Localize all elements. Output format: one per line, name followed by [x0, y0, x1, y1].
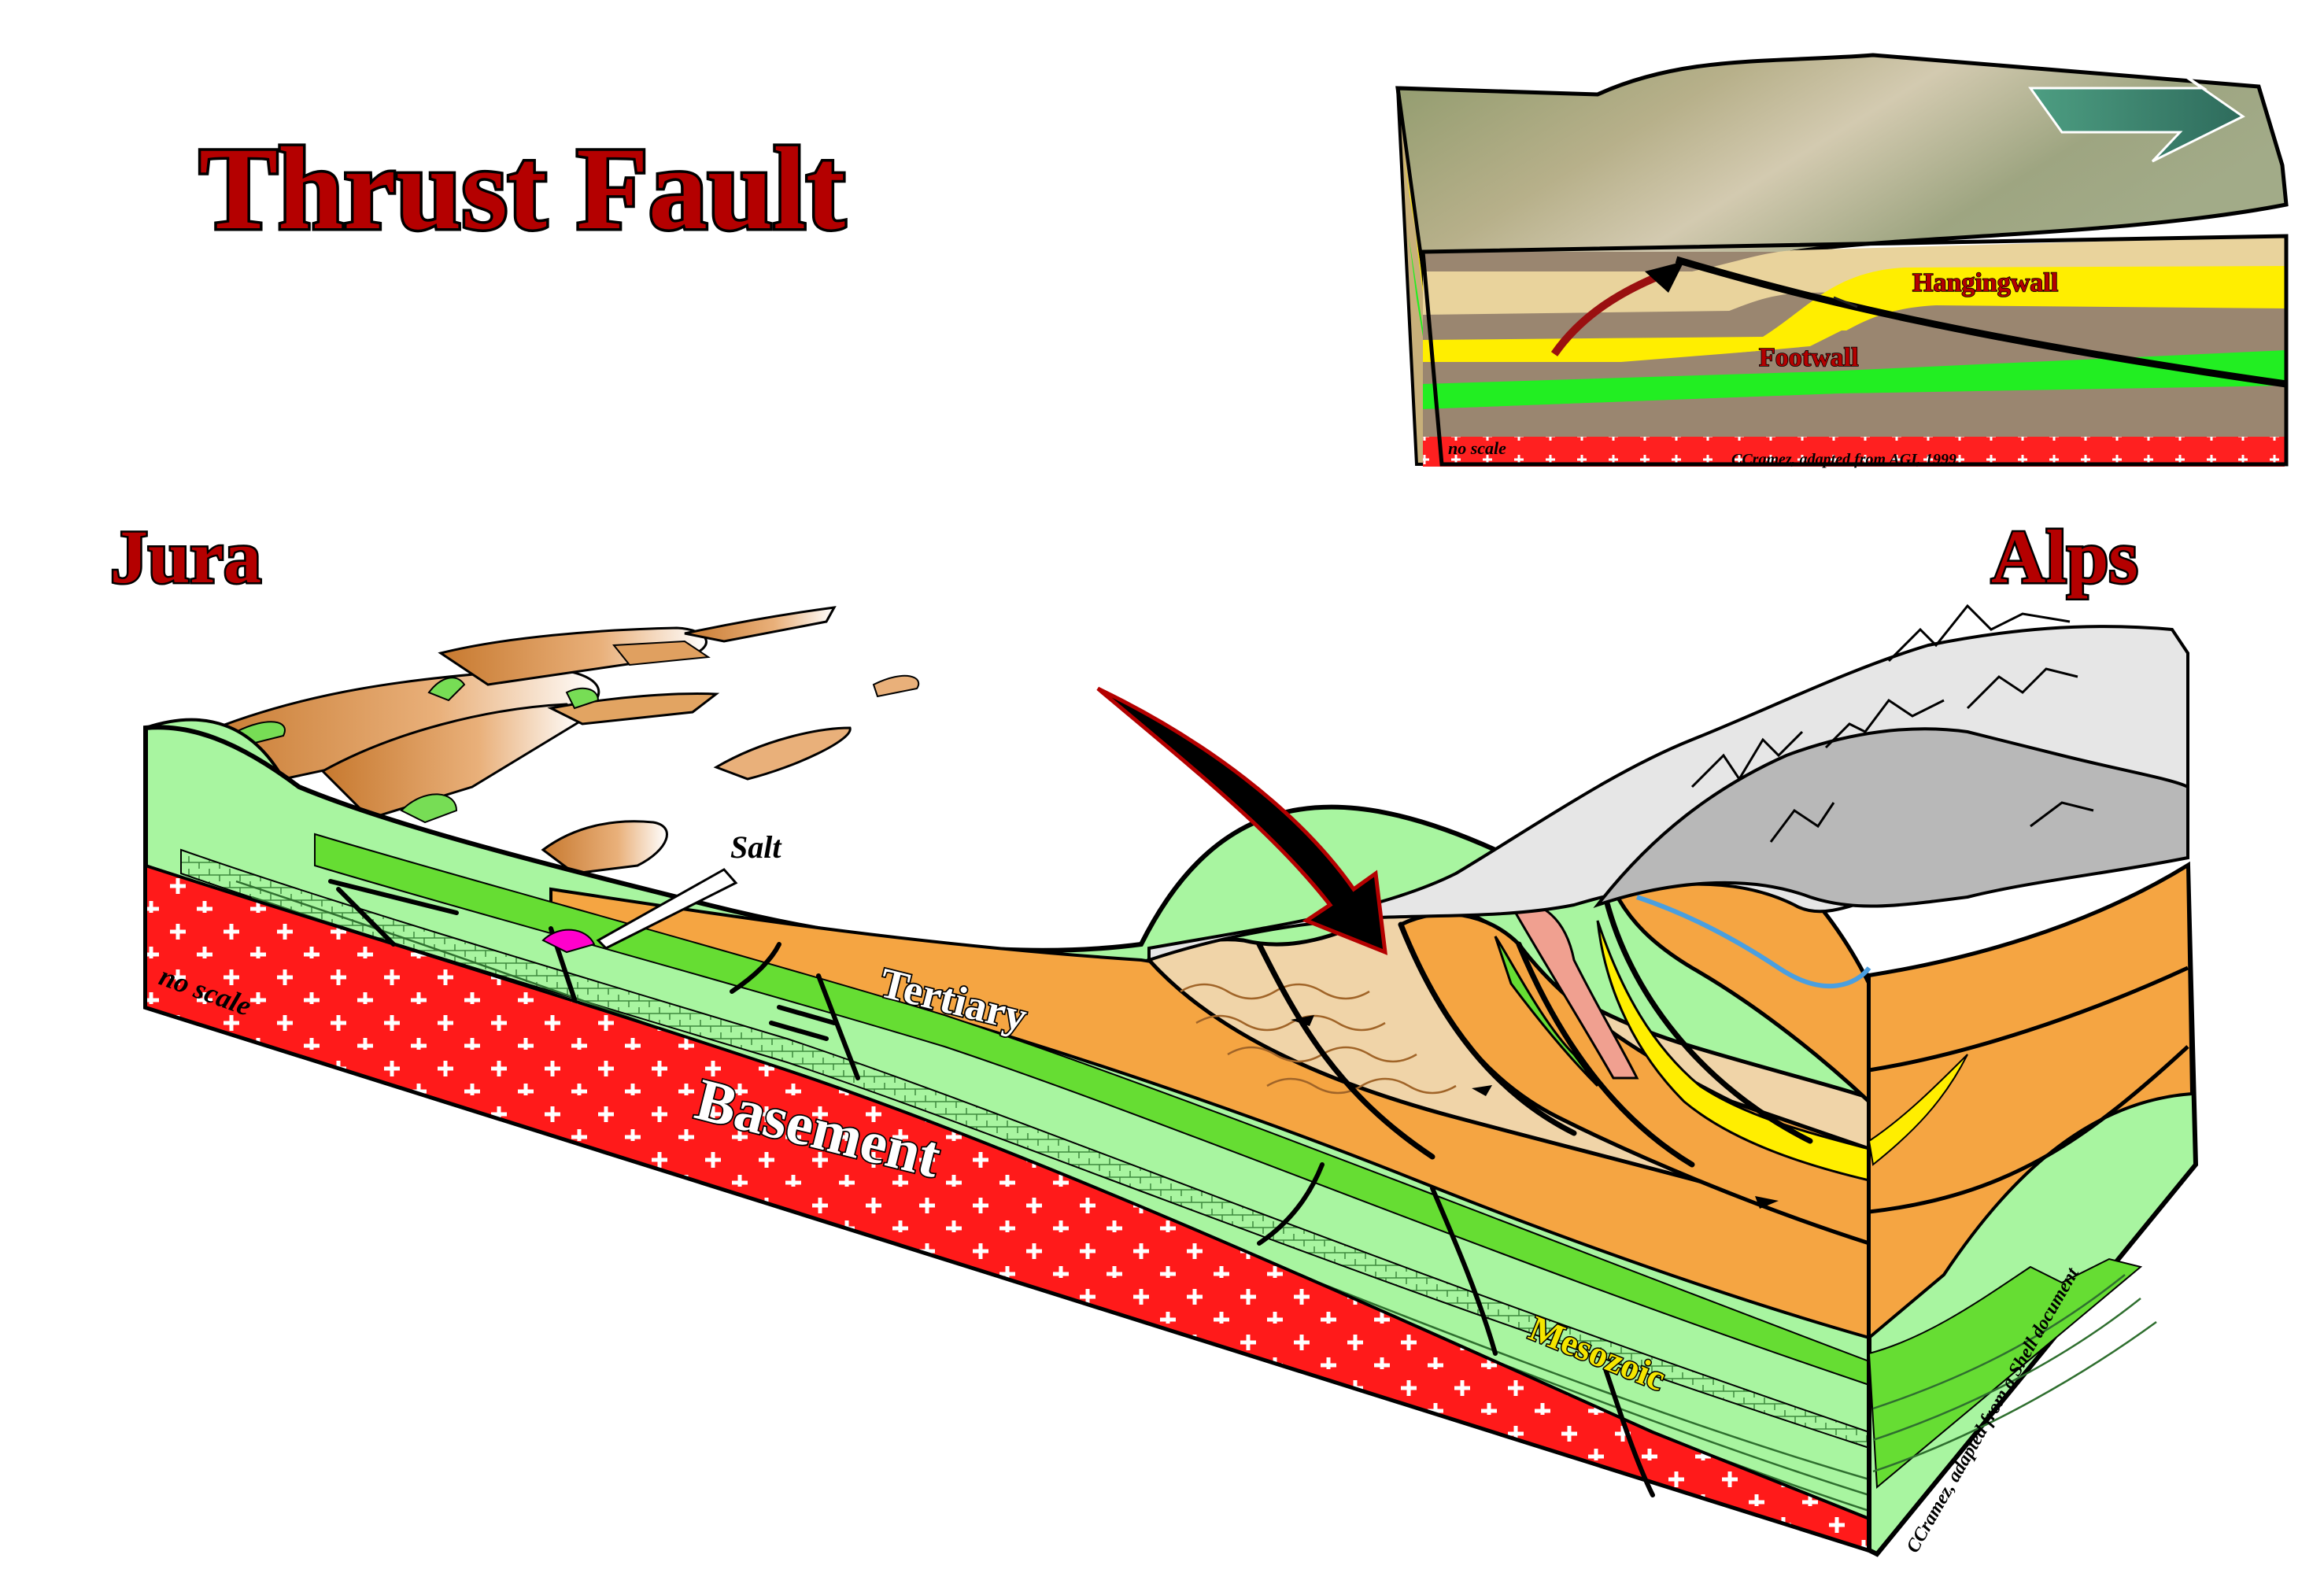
main-block-diagram: Salt Tertiary Basement Mesozoic no scale…: [143, 604, 2199, 1557]
alps-blue-horizon: [1636, 895, 1871, 989]
inset-block-diagram: Hangingwall Footwall no scale CCramez, a…: [1395, 53, 2289, 468]
jura-ridges: [194, 606, 919, 875]
inset-credit: CCramez, adapted from AGI, 1999: [1731, 451, 1956, 468]
inset-motion-arrow: [1550, 270, 1666, 356]
region-label-jura: Jura: [110, 515, 261, 599]
inset-no-scale-label: no scale: [1448, 438, 1506, 458]
alps-thrust-arrows: [1291, 1015, 1779, 1209]
salt-pointer-arrow: [596, 868, 738, 950]
foreland-faults: [328, 879, 1655, 1497]
salt-label: Salt: [730, 829, 782, 865]
salt-body: [541, 929, 596, 954]
inset-direction-arrow: [2028, 63, 2245, 163]
thrust-pointer-arrow: [1096, 686, 1387, 955]
inset-footwall-label: Footwall: [1759, 343, 1859, 372]
alps-mountains: [1147, 604, 2189, 962]
inset-hangingwall-label: Hangingwall: [1912, 268, 2058, 297]
page-title: Thrust Fault: [199, 124, 845, 254]
region-label-alps: Alps: [1991, 515, 2138, 599]
inset-basement-layer: [1423, 437, 2285, 467]
inset-front-face: [1421, 234, 2289, 467]
alps-pink-slice: [1509, 902, 1639, 1080]
inset-fault-line: [1675, 256, 2287, 388]
alps-green-slice: [1494, 936, 1599, 1087]
basement-layer: [144, 863, 1871, 1553]
